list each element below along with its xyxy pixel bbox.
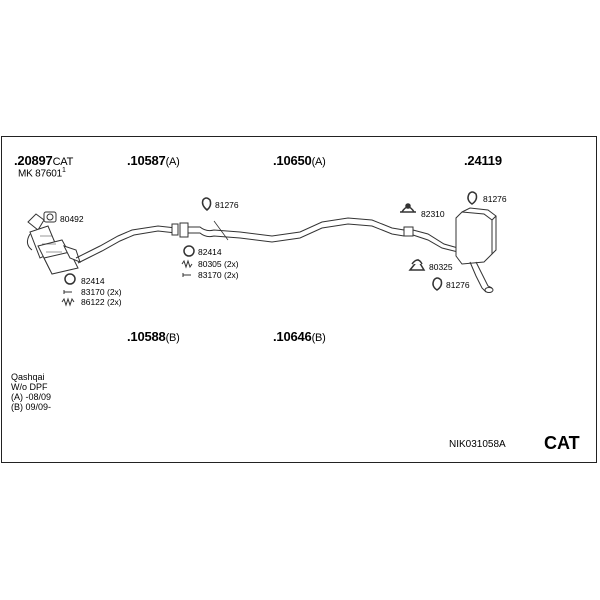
vehicle-model: Qashqai: [11, 372, 45, 382]
part-number-10646: .10646(B): [273, 329, 326, 344]
rubber-hanger-icon-81276-right-top: [467, 191, 478, 205]
accessory-label-82414-mid: 82414: [198, 247, 222, 257]
part-number-10587: .10587(A): [127, 153, 180, 168]
kit-code: NIK031058A: [449, 439, 506, 450]
middle-pipe-drawing: [179, 217, 405, 243]
diagram-frame: [1, 136, 597, 463]
accessory-label-81276-mid: 81276: [215, 200, 239, 210]
spring-icon-86122: [61, 297, 75, 307]
accessory-label-83170-left: 83170 (2x): [81, 287, 122, 297]
variant-b-date: (B) 09/09-: [11, 402, 52, 412]
accessory-label-80325: 80325: [429, 262, 453, 272]
mounting-icon-80325: [408, 258, 426, 271]
accessory-label-80305: 80305 (2x): [198, 259, 239, 269]
accessory-label-82414-left: 82414: [81, 276, 105, 286]
vehicle-variant: W/o DPF: [11, 382, 48, 392]
accessory-label-83170-mid: 83170 (2x): [198, 270, 239, 280]
variant-a-date: (A) -08/09: [11, 392, 52, 402]
rubber-hanger-icon-81276-right-bottom: [432, 277, 443, 291]
mounting-kit-label: MK 876011: [18, 167, 66, 180]
spring-icon-80305: [181, 259, 193, 269]
clamp-icon-82310: [400, 203, 416, 213]
accessory-label-80492: 80492: [60, 214, 84, 224]
gasket-icon-82414-mid: [183, 245, 195, 257]
accessory-label-81276-right-top: 81276: [483, 194, 507, 204]
gasket-icon-80492: [43, 211, 57, 223]
rubber-hanger-icon-81276-mid: [201, 197, 212, 211]
rear-silencer-drawing: [403, 207, 497, 293]
part-number-24119: .24119: [464, 153, 502, 168]
accessory-label-82310: 82310: [421, 209, 445, 219]
part-number-10588: .10588(B): [127, 329, 180, 344]
cat-label: CAT: [544, 433, 580, 453]
part-number-10650: .10650(A): [273, 153, 326, 168]
bolt-icon-83170-mid: [182, 273, 191, 277]
front-pipe-drawing: [75, 223, 179, 264]
vehicle-info: Qashqai W/o DPF (A) -08/09 (B) 09/09-: [11, 372, 51, 412]
gasket-icon-82414-left: [64, 273, 76, 285]
part-number-20897: .20897CAT: [14, 153, 74, 168]
accessory-label-86122: 86122 (2x): [81, 297, 122, 307]
accessory-label-81276-right-bottom: 81276: [446, 280, 470, 290]
bolt-icon-83170-left: [63, 290, 72, 294]
